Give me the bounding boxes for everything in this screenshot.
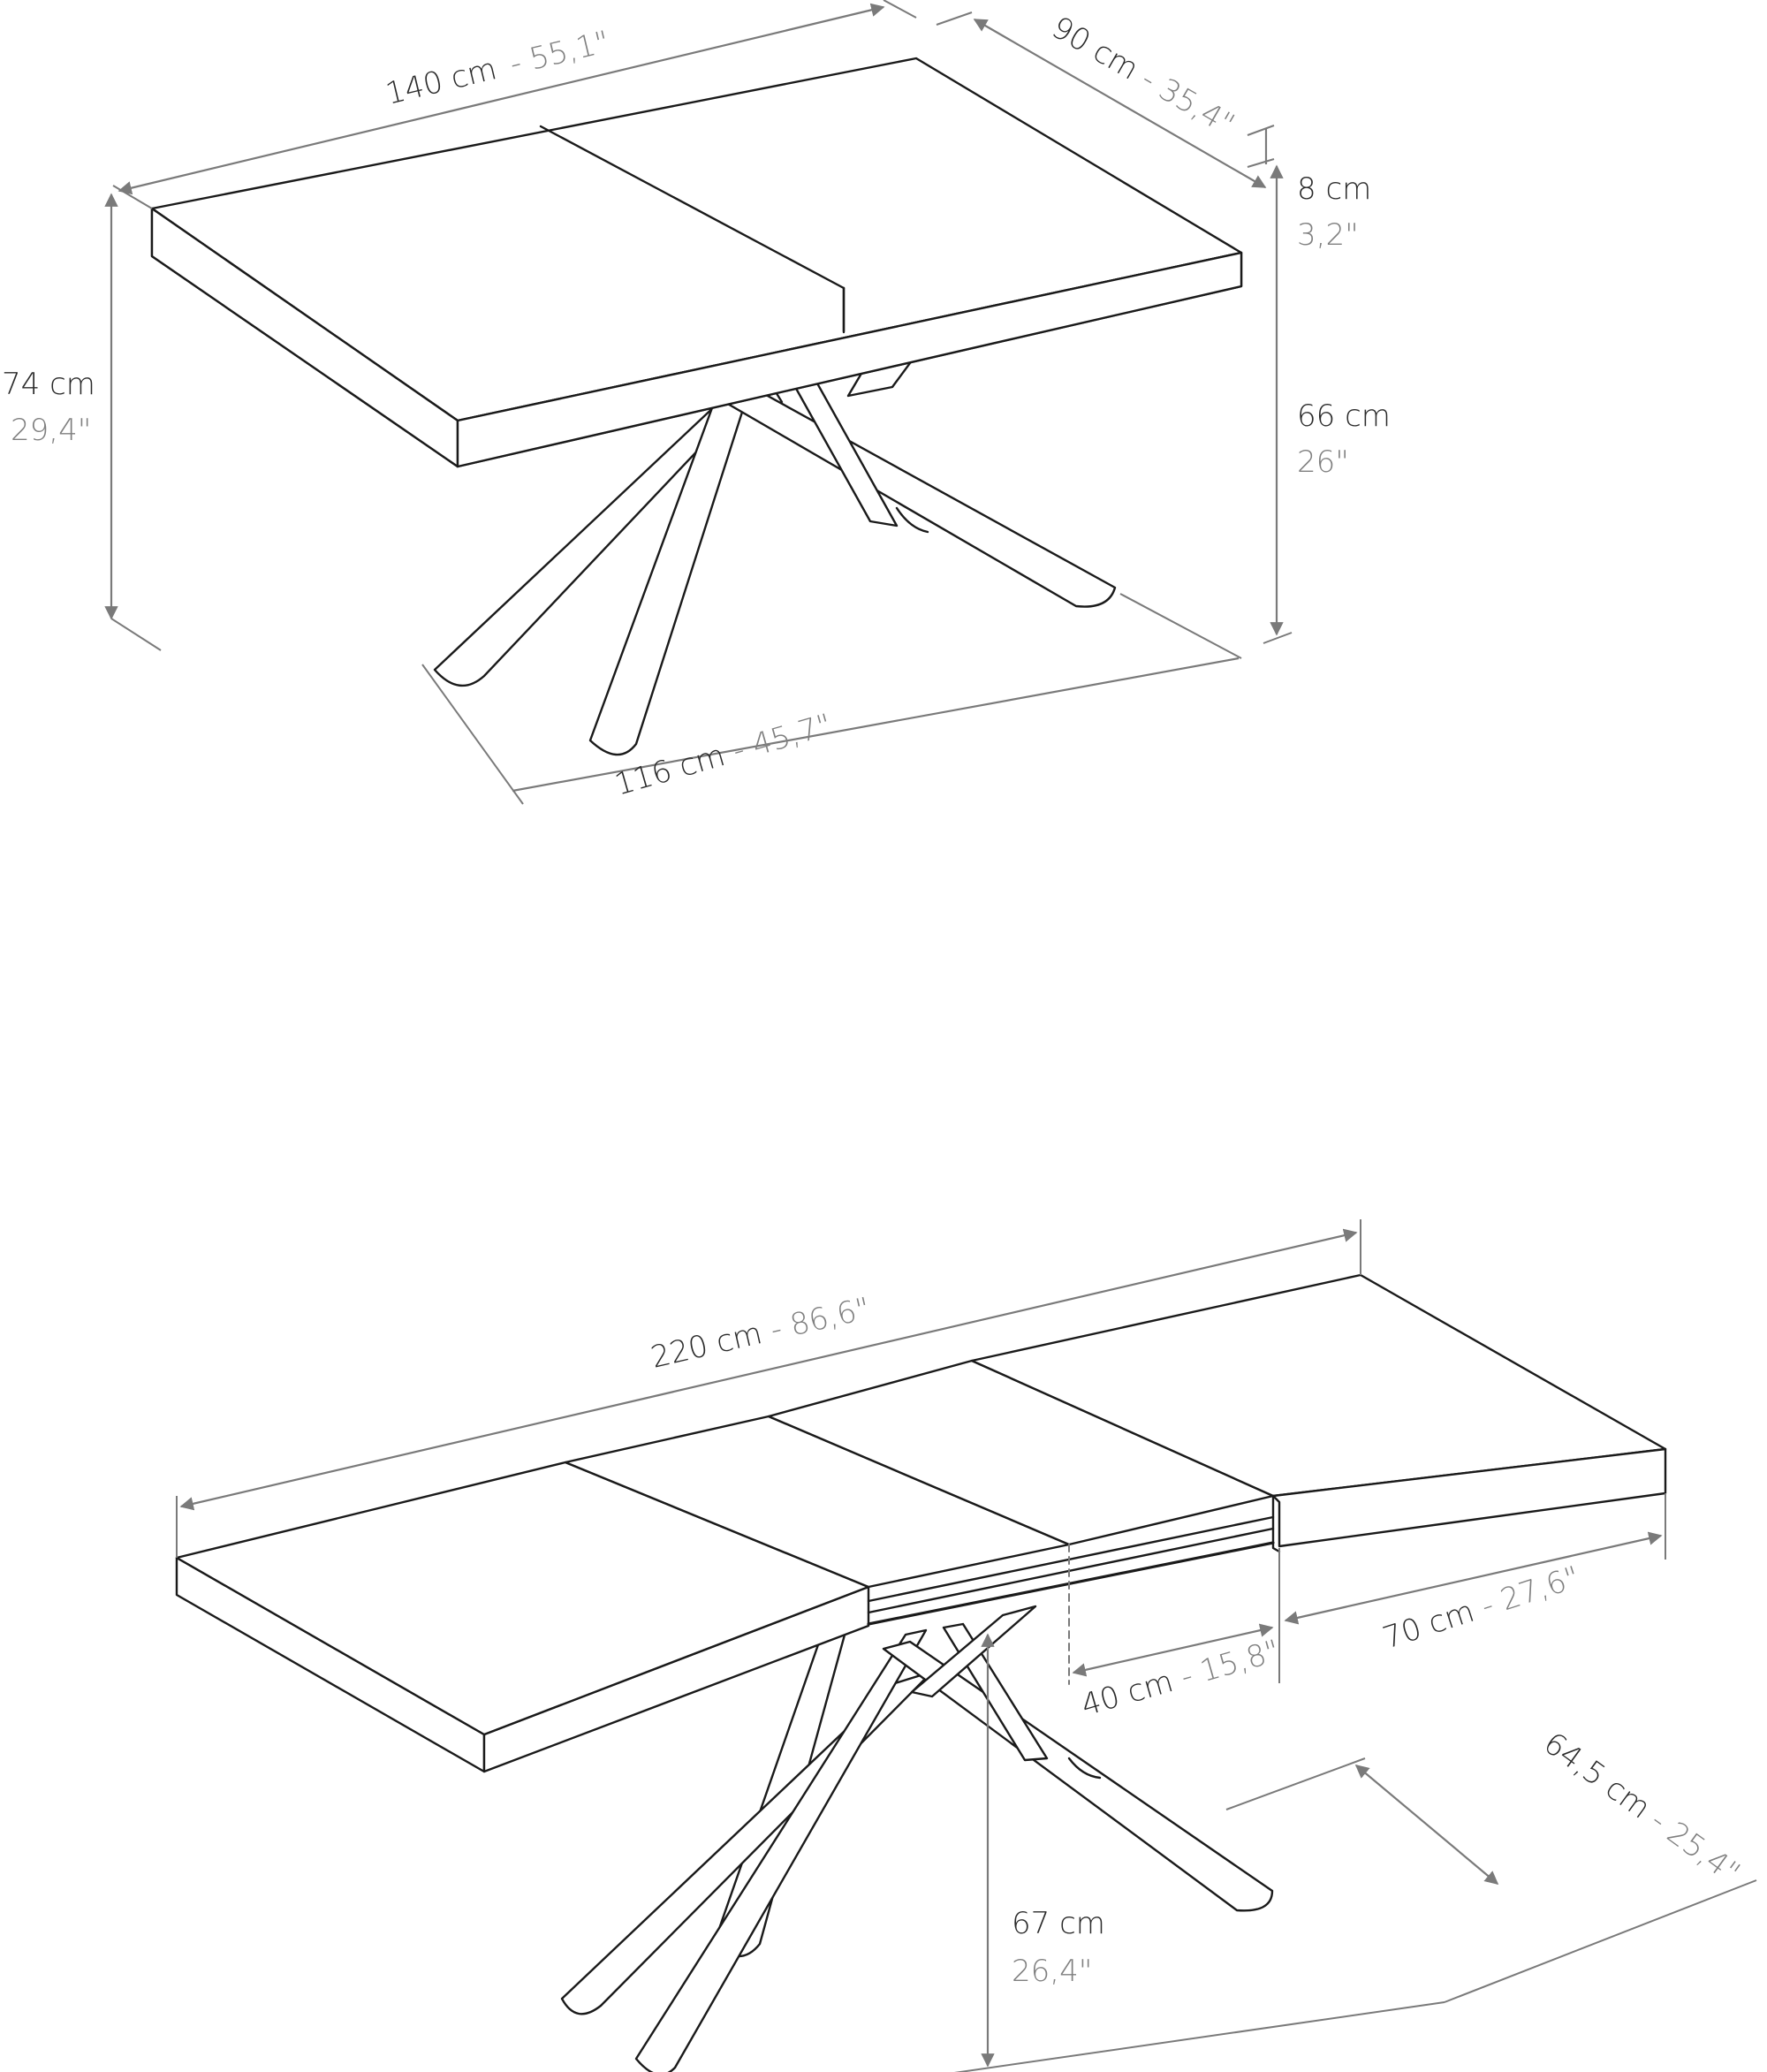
dim-extended-under-height: 67 cm 26,4" <box>981 1633 1105 2068</box>
svg-text:40 cm - 15,8": 40 cm - 15,8" <box>1077 1633 1283 1723</box>
extension-leaf-cm: 40 cm <box>1077 1664 1177 1724</box>
closed-table-top <box>150 57 1243 468</box>
closed-leg-span-in: 45,7" <box>748 707 836 763</box>
extended-under-height-cm: 67 cm <box>1012 1906 1105 1941</box>
extended-table-legs <box>560 1605 1274 2072</box>
closed-under-height-cm: 66 cm <box>1297 398 1391 434</box>
closed-depth-in: 35,4" <box>1153 72 1240 142</box>
dim-closed-leg-span: 116 cm - 45,7" <box>421 593 1242 805</box>
extended-end-section-in: 27,6" <box>1497 1560 1584 1618</box>
leg-clearance-cm: 64,5 cm <box>1537 1726 1657 1826</box>
svg-text:140 cm - 55,1": 140 cm - 55,1" <box>383 24 613 111</box>
closed-total-height-in: 29,4" <box>11 413 91 448</box>
extended-length-in: 86,6" <box>787 1291 874 1344</box>
closed-under-height-in: 26" <box>1297 444 1349 480</box>
extended-under-height-in: 26,4" <box>1012 1954 1092 1989</box>
extended-table-view: 220 cm - 86,6" 70 cm - 27,6" 40 cm - 15,… <box>175 1219 1757 2072</box>
closed-thickness-in: 3,2" <box>1297 217 1359 253</box>
closed-total-height-cm: 74 cm <box>2 367 95 402</box>
closed-table-view: 140 cm - 55,1" 90 cm - 35,4" 8 cm 3,2" 6 <box>2 0 1391 805</box>
dim-closed-thickness: 8 cm 3,2" <box>1247 125 1371 253</box>
closed-table-legs <box>433 307 1117 756</box>
extended-table-top <box>175 1273 1667 1773</box>
svg-text:70 cm - 27,6": 70 cm - 27,6" <box>1378 1560 1583 1657</box>
dim-closed-total-height: 74 cm 29,4" <box>2 193 162 651</box>
closed-thickness-cm: 8 cm <box>1297 171 1371 207</box>
svg-text:116 cm - 45,7": 116 cm - 45,7" <box>610 707 835 802</box>
closed-depth-cm: 90 cm <box>1046 10 1145 87</box>
leg-clearance-in: 25,4" <box>1660 1815 1746 1891</box>
dim-extension-leaf: 40 cm - 15,8" <box>1072 1623 1284 1724</box>
svg-text:220 cm - 86,6": 220 cm - 86,6" <box>648 1291 874 1376</box>
extended-length-cm: 220 cm <box>648 1316 765 1376</box>
extended-end-section-cm: 70 cm <box>1378 1594 1478 1657</box>
svg-text:64,5 cm - 25,4": 64,5 cm - 25,4" <box>1537 1726 1747 1891</box>
dim-closed-under-height: 66 cm 26" <box>1263 164 1391 644</box>
